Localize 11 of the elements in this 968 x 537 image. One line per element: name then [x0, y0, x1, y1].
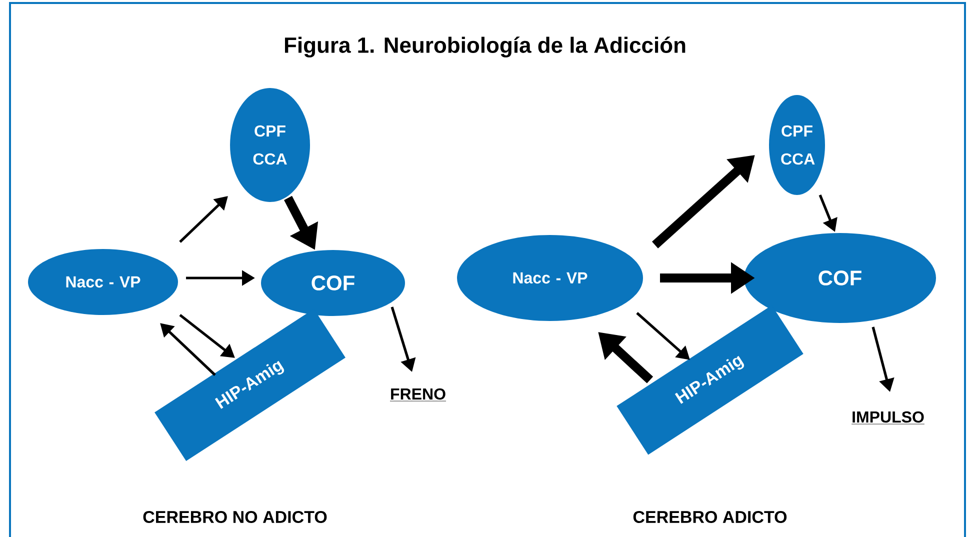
outcome-label: IMPULSO — [851, 411, 925, 424]
ellipse-node: COF — [261, 250, 405, 316]
outcome-label: FRENO — [390, 388, 446, 402]
ellipse-node: Nacc - VP — [457, 235, 643, 321]
title: Figura 1. Neurobiología de la Adicción — [285, 36, 686, 58]
caption-label: CEREBRO NO ADICTO — [143, 510, 327, 524]
ellipse-node: CPF CCA — [230, 88, 310, 202]
ellipse-node: CPF CCA — [769, 95, 825, 195]
ellipse-node: COF — [744, 233, 936, 323]
caption-label: CEREBRO ADICTO — [633, 510, 787, 524]
ellipse-node: Nacc - VP — [28, 249, 178, 315]
